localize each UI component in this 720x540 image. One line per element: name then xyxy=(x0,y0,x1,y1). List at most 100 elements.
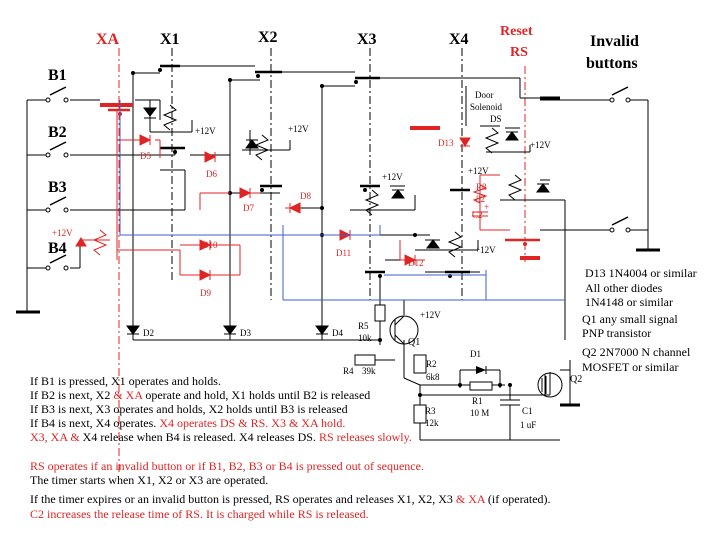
b4-contact-b xyxy=(63,265,69,271)
r1-value: 10 M xyxy=(470,408,489,418)
r8-value: 82 xyxy=(476,194,485,204)
c1-value: 1 uF xyxy=(520,420,536,430)
r3-label: R3 xyxy=(425,406,436,416)
b2-contact-b xyxy=(63,152,69,158)
d9-label: D9 xyxy=(200,288,211,298)
button-contacts xyxy=(45,97,631,271)
b1-contact-b xyxy=(63,97,69,103)
d5-diode xyxy=(139,134,152,146)
x2-header: X2 xyxy=(258,29,278,46)
r2-label: R2 xyxy=(426,359,437,369)
r3-value: 12k xyxy=(425,418,439,428)
r5-value: 10k xyxy=(358,333,372,343)
transistors xyxy=(389,315,563,398)
b2-contact-a xyxy=(45,152,51,158)
note-line-3: If B3 is next, X3 operates and holds, X2… xyxy=(30,402,348,416)
r4-label: R4 xyxy=(343,366,354,376)
button-b3-label: B3 xyxy=(48,179,67,196)
invalid-header-line1: Invalid xyxy=(590,33,639,50)
d12-diode xyxy=(404,254,417,266)
note-line-4: If B4 is next, X4 operates. X4 operates … xyxy=(30,416,346,430)
r2-value: 6k8 xyxy=(426,372,440,382)
d13-label: D13 xyxy=(438,138,454,148)
d6-diode xyxy=(204,151,217,163)
reset-header-line1: Reset xyxy=(500,24,533,39)
invalid-header-line2: buttons xyxy=(586,55,638,72)
v12-label-g: +12V xyxy=(52,228,73,238)
d4-diode xyxy=(315,325,329,335)
d1-diode xyxy=(476,366,486,374)
relay-axis-lines xyxy=(171,48,463,300)
d10-diode xyxy=(199,239,212,251)
r8-label: R8 xyxy=(476,182,487,192)
d9-diode xyxy=(199,269,212,281)
d2-diode xyxy=(126,325,140,335)
inv1-contact-b xyxy=(625,97,631,103)
d10-label: D10 xyxy=(202,240,218,250)
d2-label: D2 xyxy=(143,328,154,338)
note-line-5: X3, XA & X4 release when B4 is released.… xyxy=(30,430,412,444)
c2-label: C2 xyxy=(472,210,483,220)
q2-spec-line2: MOSFET or similar xyxy=(582,360,679,374)
button-levers xyxy=(49,86,629,264)
door-label-2: Solenoid xyxy=(470,102,503,112)
red-relay-contacts xyxy=(108,108,540,242)
relay-contact-dots xyxy=(131,68,512,397)
d3-label: D3 xyxy=(240,328,251,338)
x3-header: X3 xyxy=(357,31,377,48)
d1-label: D1 xyxy=(470,349,481,359)
v12-label-f: +12V xyxy=(468,166,489,176)
v12-label-q1: +12V xyxy=(420,310,441,320)
v12-label-b: +12V xyxy=(288,124,309,134)
d13-diode xyxy=(459,137,471,147)
reset-header-line2: RS xyxy=(510,45,528,60)
r1-resistor xyxy=(469,381,493,391)
b3-contact-a xyxy=(45,207,51,213)
inv2-contact-a xyxy=(609,227,615,233)
d11-label: D11 xyxy=(336,248,351,258)
v12-label-e: +12V xyxy=(530,140,551,150)
c2-plus: + xyxy=(484,202,489,212)
q1-spec-line2: PNP transistor xyxy=(582,326,652,340)
q1-spec-line1: Q1 any small signal xyxy=(582,312,678,326)
button-b1-label: B1 xyxy=(48,67,67,84)
red-diodes xyxy=(75,134,471,281)
b4-contact-a xyxy=(45,265,51,271)
note-line-1: If B1 is pressed, X1 operates and holds. xyxy=(30,374,221,388)
diodes-spec-line2: 1N4148 or similar xyxy=(585,295,673,309)
d6-label: D6 xyxy=(206,169,217,179)
q2-label: Q2 xyxy=(570,374,582,385)
xa-header: XA xyxy=(96,31,120,48)
note-line-8: If the timer expires or an invalid butto… xyxy=(30,492,551,506)
r2-resistor xyxy=(413,354,427,374)
r4-value: 39k xyxy=(362,366,376,376)
d7-diode xyxy=(239,187,252,199)
door-label-1: Door xyxy=(475,90,494,100)
red-wiring xyxy=(80,103,540,276)
d12-label: D12 xyxy=(408,258,424,268)
inv1-contact-a xyxy=(609,97,615,103)
d13-spec-note: D13 1N4004 or similar xyxy=(585,266,697,280)
button-b2-label: B2 xyxy=(48,124,67,141)
b3-contact-b xyxy=(63,207,69,213)
relay-contacts xyxy=(160,64,470,274)
r4-resistor xyxy=(354,354,376,366)
v12-label-c: +12V xyxy=(382,172,403,182)
v12-label-a: +12V xyxy=(195,126,216,136)
note-line-2: If B2 is next, X2 & XA operate and hold,… xyxy=(30,388,371,402)
d8-diode xyxy=(288,202,301,214)
d4-label: D4 xyxy=(332,328,343,338)
note-line-7: The timer starts when X1, X2 or X3 are o… xyxy=(30,473,269,487)
q2-transistor xyxy=(537,372,563,398)
red-contact-dots xyxy=(118,112,527,246)
r5-resistor xyxy=(374,304,386,322)
blue-wiring xyxy=(119,100,565,301)
q1-label: Q1 xyxy=(408,337,420,348)
v12-label-d: +12V xyxy=(475,245,496,255)
inv2-contact-b xyxy=(625,227,631,233)
r3-resistor xyxy=(413,404,427,424)
timer-resistors xyxy=(354,304,493,424)
r5-label: R5 xyxy=(358,321,369,331)
